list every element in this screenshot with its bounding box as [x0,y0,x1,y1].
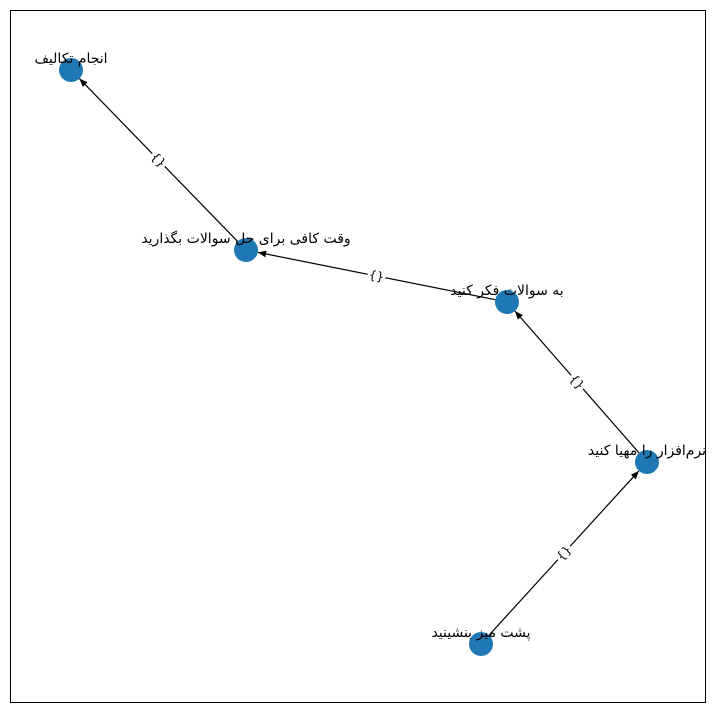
node-label-n4: نرم‌افزار را مهیا کنید [588,443,706,459]
nodes-layer [59,58,659,656]
edge-label-background [146,147,171,173]
edge-labels-layer: {} {} {} {} [146,147,589,566]
edge-label: {} [368,268,386,285]
node-n3 [495,290,519,314]
edge-label-group: {} [552,540,576,566]
node-n1 [59,58,83,82]
node-label-n2: وقت کافی برای حل سوالات بگذارید [141,230,350,247]
node-n5 [469,632,493,656]
node-n4 [635,450,659,474]
edge-label-background [565,369,589,395]
node-label-n5: پشت میز بنشینید [431,625,530,641]
edge-label-group: {} [366,266,387,286]
node-labels-layer: انجام تکالیف وقت کافی برای حل سوالات بگذا… [34,51,706,641]
edge-label-background [552,540,576,566]
node-label-n1: انجام تکالیف [34,51,107,67]
node-n2 [234,238,258,262]
edge-label-group: {} [565,369,589,395]
edge-label-group: {} [146,147,171,173]
edge-label-background [366,266,387,286]
node-label-n3: به سوالات فکر کنید [450,283,563,299]
plot-frame [10,10,706,703]
